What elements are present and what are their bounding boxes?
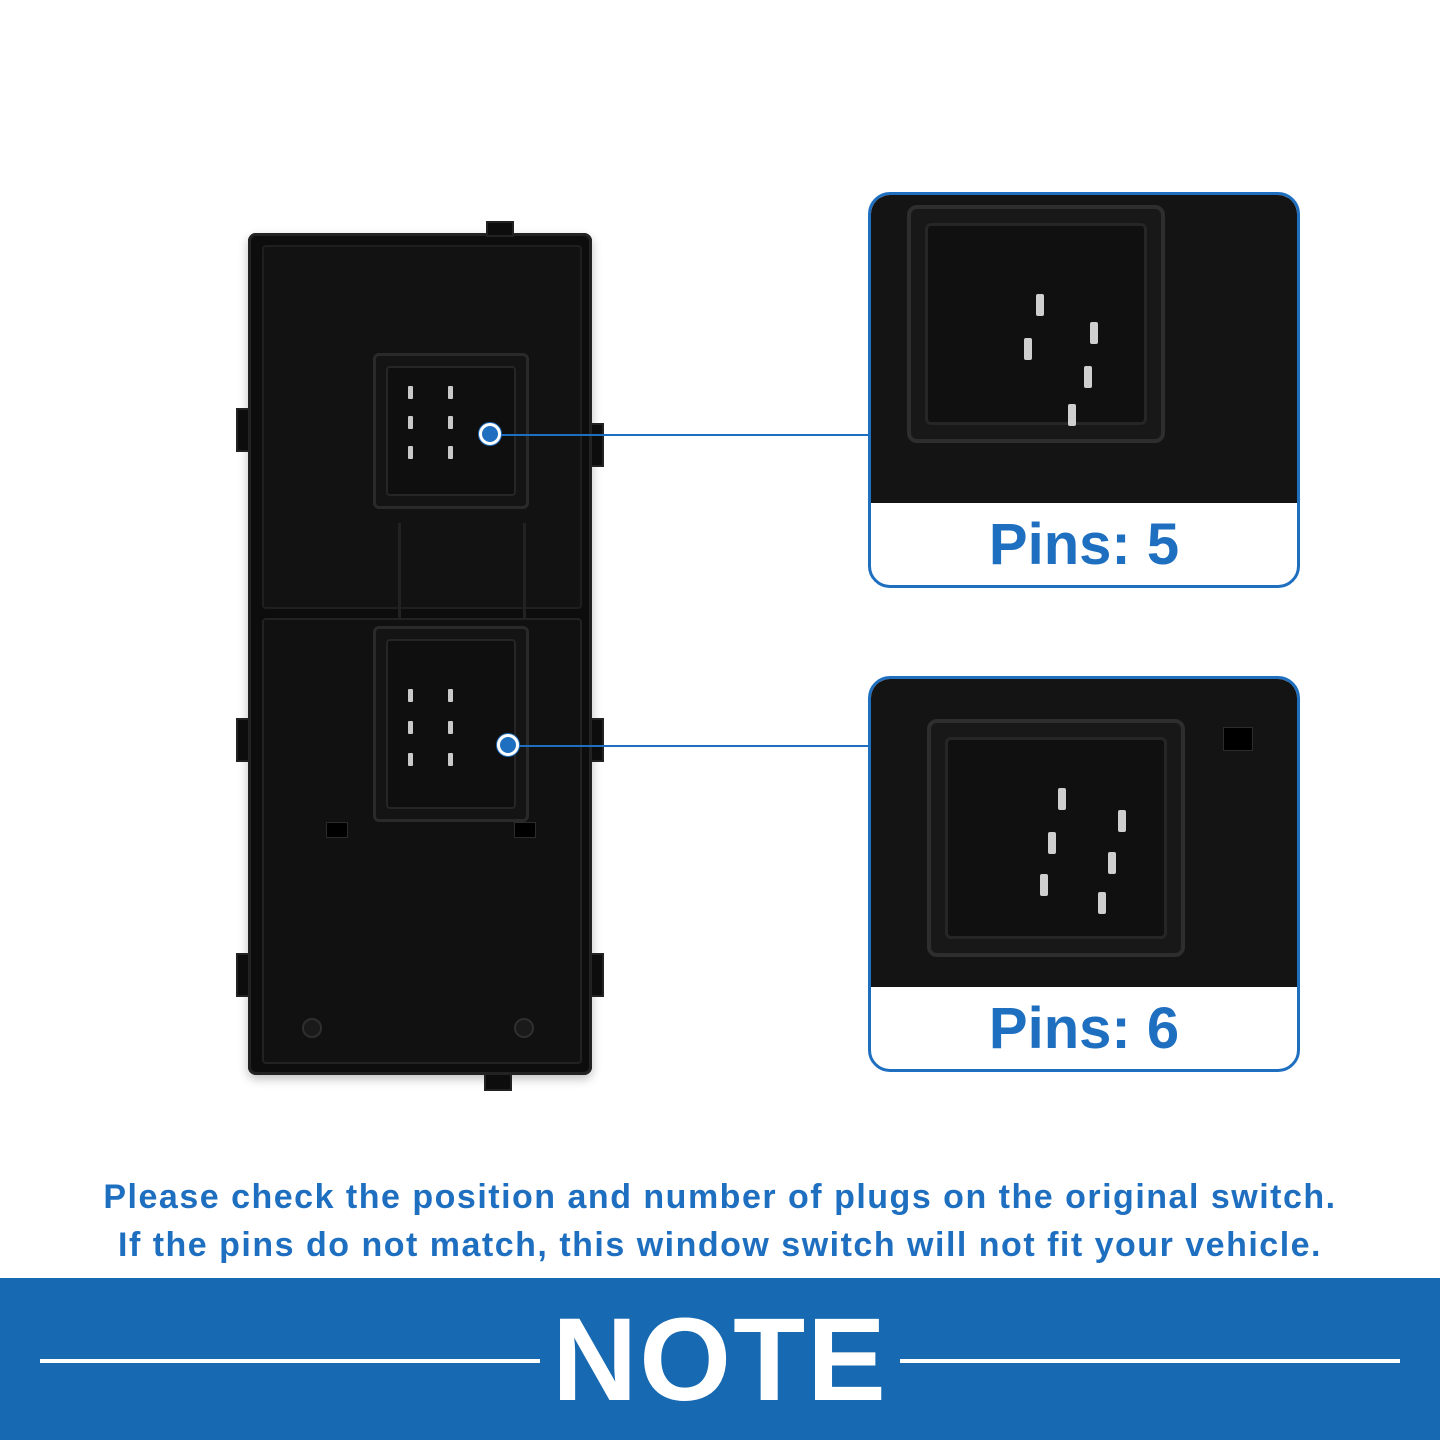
note-line-1: Please check the position and number of … bbox=[103, 1178, 1337, 1216]
side-tab bbox=[590, 423, 604, 467]
pin bbox=[448, 753, 453, 766]
pin bbox=[1058, 788, 1066, 810]
pin bbox=[1090, 322, 1098, 344]
callout-label-lower: Pins: 6 bbox=[988, 995, 1180, 1061]
zoomed-plug bbox=[907, 205, 1165, 443]
callout-dot-upper bbox=[479, 423, 501, 445]
pin bbox=[408, 689, 413, 702]
pin bbox=[408, 386, 413, 399]
zoomed-plug bbox=[927, 719, 1185, 957]
upper-plug bbox=[373, 353, 529, 509]
pin bbox=[408, 753, 413, 766]
pin bbox=[1108, 852, 1116, 874]
mount-hole bbox=[514, 822, 536, 838]
pin bbox=[1068, 404, 1076, 426]
mount-hole bbox=[1223, 727, 1253, 751]
pin bbox=[408, 416, 413, 429]
pin bbox=[408, 446, 413, 459]
pin bbox=[1024, 338, 1032, 360]
lower-plug-socket bbox=[386, 639, 516, 809]
callout-photo-lower-plug bbox=[871, 679, 1297, 987]
pin bbox=[1084, 366, 1092, 388]
callout-photo-upper-plug bbox=[871, 195, 1297, 503]
pin bbox=[1118, 810, 1126, 832]
screw-boss bbox=[302, 1018, 322, 1038]
pin bbox=[408, 721, 413, 734]
banner-rule-left bbox=[40, 1359, 540, 1363]
pin bbox=[448, 721, 453, 734]
note-line-2: If the pins do not match, this window sw… bbox=[118, 1226, 1322, 1264]
zoomed-socket bbox=[925, 223, 1147, 426]
callout-dot-lower bbox=[497, 734, 519, 756]
note-title: NOTE bbox=[552, 1294, 888, 1426]
pin bbox=[448, 689, 453, 702]
top-tab bbox=[486, 221, 514, 237]
note-banner: NOTE bbox=[0, 1278, 1440, 1440]
screw-boss bbox=[514, 1018, 534, 1038]
side-tab bbox=[590, 953, 604, 997]
mount-hole bbox=[326, 822, 348, 838]
pin bbox=[448, 416, 453, 429]
pin bbox=[1098, 892, 1106, 914]
pin bbox=[448, 386, 453, 399]
side-tab bbox=[236, 953, 250, 997]
pin bbox=[1036, 294, 1044, 316]
window-switch-photo bbox=[236, 221, 604, 1091]
leader-line-upper bbox=[490, 434, 870, 436]
bottom-tab bbox=[484, 1073, 512, 1091]
lower-plug bbox=[373, 626, 529, 822]
side-tab bbox=[236, 718, 250, 762]
banner-rule-right bbox=[900, 1359, 1400, 1363]
zoomed-socket bbox=[945, 737, 1167, 939]
plug-bridge bbox=[398, 523, 526, 623]
leader-line-lower bbox=[508, 745, 870, 747]
side-tab bbox=[590, 718, 604, 762]
pin bbox=[1040, 874, 1048, 896]
callout-label-upper: Pins: 5 bbox=[988, 511, 1180, 577]
side-tab bbox=[236, 408, 250, 452]
pin bbox=[448, 446, 453, 459]
pin bbox=[1048, 832, 1056, 854]
callout-pins-6: Pins: 6 bbox=[868, 676, 1300, 1072]
callout-pins-5: Pins: 5 bbox=[868, 192, 1300, 588]
